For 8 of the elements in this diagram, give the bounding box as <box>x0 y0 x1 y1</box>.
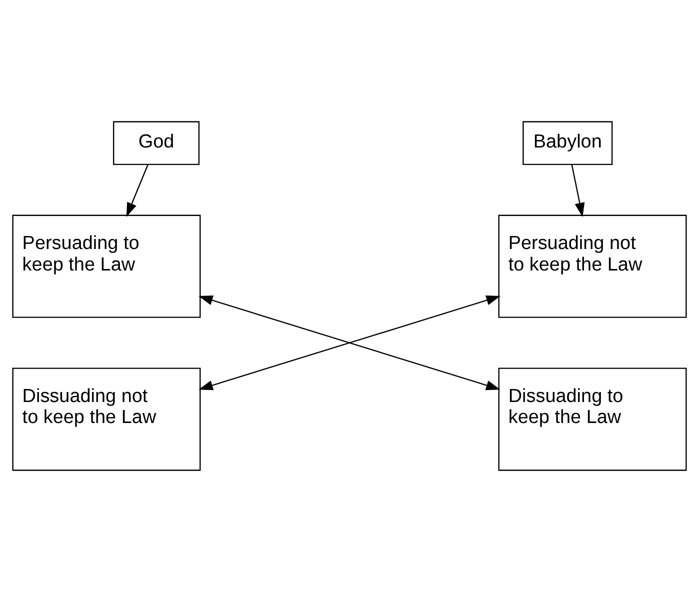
node-box: Persuading to keep the Law <box>12 214 201 318</box>
node-box: Persuading not to keep the Law <box>498 214 687 318</box>
node-box: Babylon <box>522 121 613 165</box>
arrow <box>571 164 585 218</box>
node-box: God <box>113 121 200 165</box>
node-box: Dissuading not to keep the Law <box>12 368 201 471</box>
node-box: Dissuading to keep the Law <box>498 368 687 471</box>
arrow <box>126 164 148 217</box>
